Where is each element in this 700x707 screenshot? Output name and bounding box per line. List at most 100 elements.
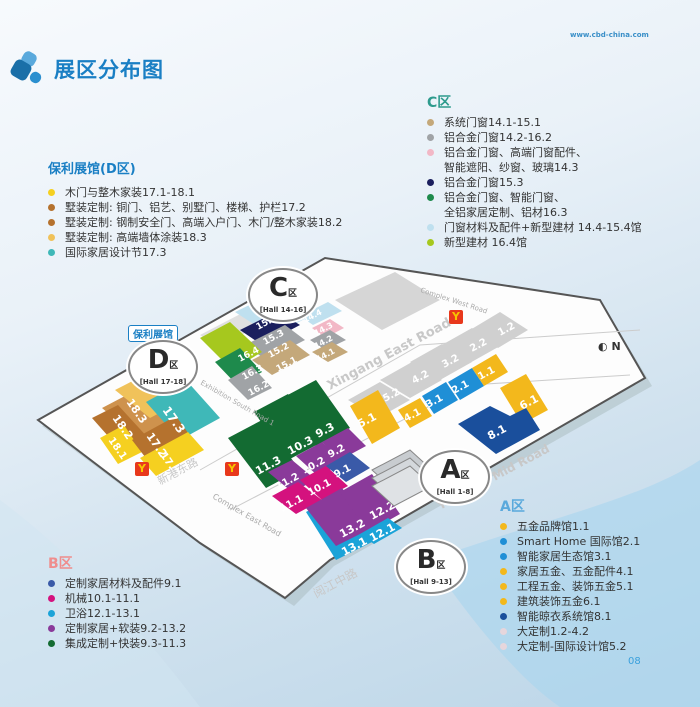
legend-item: 大定制1.2-4.2 [500, 624, 640, 639]
legend-bullet-icon [427, 239, 434, 246]
legend-item: 定制家居材料及配件9.1 [48, 576, 186, 591]
legend-bullet-icon [427, 119, 434, 126]
legend-bullet-icon [427, 194, 434, 201]
legend-label: 工程五金、装饰五金5.1 [517, 580, 634, 593]
metro-entrance-icon: Y [133, 462, 151, 480]
legend-item: 工程五金、装饰五金5.1 [500, 579, 640, 594]
zone-b-cloud[interactable]: B区 [Hall 9-13] [396, 540, 466, 594]
legend-label: 五金品牌馆1.1 [517, 520, 590, 533]
legend-item: 机械10.1-11.1 [48, 591, 186, 606]
legend-bullet-icon [427, 149, 434, 156]
legend-label: 定制家居材料及配件9.1 [65, 577, 182, 590]
legend-bullet-icon [48, 595, 55, 602]
legend-bullet-icon [48, 234, 55, 241]
zone-c-cloud[interactable]: C区 [Hall 14-16] [248, 268, 318, 322]
legend-label: 智能晾衣系统馆8.1 [517, 610, 612, 623]
page-header: 展区分布图 [8, 49, 164, 86]
legend-item: 国际家居设计节17.3 [48, 245, 342, 260]
legend-label: 铝合金门窗、高端门窗配件、 [444, 146, 587, 159]
legend-bullet-icon [500, 598, 507, 605]
legend-label: 铝合金门窗14.2-16.2 [444, 131, 552, 144]
legend-item: 集成定制+快装9.3-11.3 [48, 636, 186, 651]
legend-label: 国际家居设计节17.3 [65, 246, 167, 259]
legend-label: 新型建材 16.4馆 [444, 236, 527, 249]
legend-zone-d: 保利展馆(D区) 木门与整木家装17.1-18.1 墅装定制: 铜门、铝艺、别墅门… [48, 162, 342, 260]
legend-item: 智能晾衣系统馆8.1 [500, 609, 640, 624]
legend-item: 铝合金门窗、高端门窗配件、 [427, 145, 642, 160]
legend-label: 大定制-国际设计馆5.2 [517, 640, 627, 653]
poly-pavilion-tag: 保利展馆 [128, 325, 178, 342]
legend-bullet-icon [500, 568, 507, 575]
legend-label: 铝合金门窗15.3 [444, 176, 524, 189]
legend-bullet-icon [500, 583, 507, 590]
legend-bullet-icon [48, 640, 55, 647]
legend-label: 大定制1.2-4.2 [517, 625, 589, 638]
legend-item: 新型建材 16.4馆 [427, 235, 642, 250]
legend-item: 大定制-国际设计馆5.2 [500, 639, 640, 654]
metro-entrance-icon: Y [447, 310, 465, 328]
legend-bullet-icon [427, 134, 434, 141]
legend-bullet-icon [48, 204, 55, 211]
legend-item: 定制家居+软装9.2-13.2 [48, 621, 186, 636]
legend-bullet-icon [500, 523, 507, 530]
legend-bullet-icon [48, 625, 55, 632]
legend-label: 建筑装饰五金6.1 [517, 595, 601, 608]
legend-label: 门窗材料及配件+新型建材 14.4-15.4馆 [444, 221, 642, 234]
zone-d-cloud[interactable]: D区 [Hall 17-18] [128, 340, 198, 394]
legend-label: 木门与整木家装17.1-18.1 [65, 186, 195, 199]
legend-bullet-icon [427, 179, 434, 186]
legend-bullet-icon [48, 249, 55, 256]
legend-item: 全铝家居定制、铝材16.3 [427, 205, 642, 220]
legend-bullet-icon [48, 219, 55, 226]
legend-bullet-icon [427, 209, 434, 216]
legend-bullet-icon [48, 189, 55, 196]
legend-title: B区 [48, 556, 73, 572]
legend-item: 铝合金门窗14.2-16.2 [427, 130, 642, 145]
legend-bullet-icon [427, 224, 434, 231]
legend-bullet-icon [500, 643, 507, 650]
legend-zone-b: B区 定制家居材料及配件9.1 机械10.1-11.1 卫浴12.1-13.1 定制家… [48, 557, 186, 651]
legend-label: Smart Home 国际馆2.1 [517, 535, 641, 548]
legend-item: 铝合金门窗、智能门窗、 [427, 190, 642, 205]
legend-item: 卫浴12.1-13.1 [48, 606, 186, 621]
legend-item: 木门与整木家装17.1-18.1 [48, 185, 342, 200]
legend-label: 铝合金门窗、智能门窗、 [444, 191, 565, 204]
legend-label: 墅装定制: 铜门、铝艺、别墅门、楼梯、护栏17.2 [65, 201, 306, 214]
legend-item: 家居五金、五金配件4.1 [500, 564, 640, 579]
legend-title: A区 [500, 499, 525, 515]
legend-label: 智能家居生态馆3.1 [517, 550, 612, 563]
legend-title: C区 [427, 95, 452, 111]
compass-north-icon: ◐ N [598, 340, 621, 353]
legend-item: 五金品牌馆1.1 [500, 519, 640, 534]
legend-item: 门窗材料及配件+新型建材 14.4-15.4馆 [427, 220, 642, 235]
metro-entrance-icon: Y [223, 462, 241, 480]
legend-label: 智能遮阳、纱窗、玻璃14.3 [444, 161, 579, 174]
legend-label: 卫浴12.1-13.1 [65, 607, 140, 620]
legend-item: Smart Home 国际馆2.1 [500, 534, 640, 549]
legend-item: 墅装定制: 铜门、铝艺、别墅门、楼梯、护栏17.2 [48, 200, 342, 215]
legend-label: 定制家居+软装9.2-13.2 [65, 622, 187, 635]
legend-bullet-icon [500, 628, 507, 635]
zone-a-halls [348, 312, 548, 454]
legend-label: 机械10.1-11.1 [65, 592, 140, 605]
legend-label: 家居五金、五金配件4.1 [517, 565, 634, 578]
legend-bullet-icon [500, 538, 507, 545]
page-number: 08 [628, 656, 641, 667]
legend-item: 建筑装饰五金6.1 [500, 594, 640, 609]
legend-label: 墅装定制: 高端墙体涂装18.3 [65, 231, 207, 244]
legend-item: 墅装定制: 钢制安全门、高端入户门、木门/整木家装18.2 [48, 215, 342, 230]
legend-item: 系统门窗14.1-15.1 [427, 115, 642, 130]
legend-bullet-icon [500, 553, 507, 560]
zone-d-halls [92, 372, 220, 476]
legend-title: 保利展馆(D区) [48, 162, 136, 177]
legend-bullet-icon [427, 164, 434, 171]
legend-bullet-icon [48, 580, 55, 587]
website-url[interactable]: www.cbd-china.com [570, 31, 649, 39]
page-title: 展区分布图 [54, 58, 164, 82]
zone-a-cloud[interactable]: A区 [Hall 1-8] [420, 450, 490, 504]
legend-bullet-icon [500, 613, 507, 620]
